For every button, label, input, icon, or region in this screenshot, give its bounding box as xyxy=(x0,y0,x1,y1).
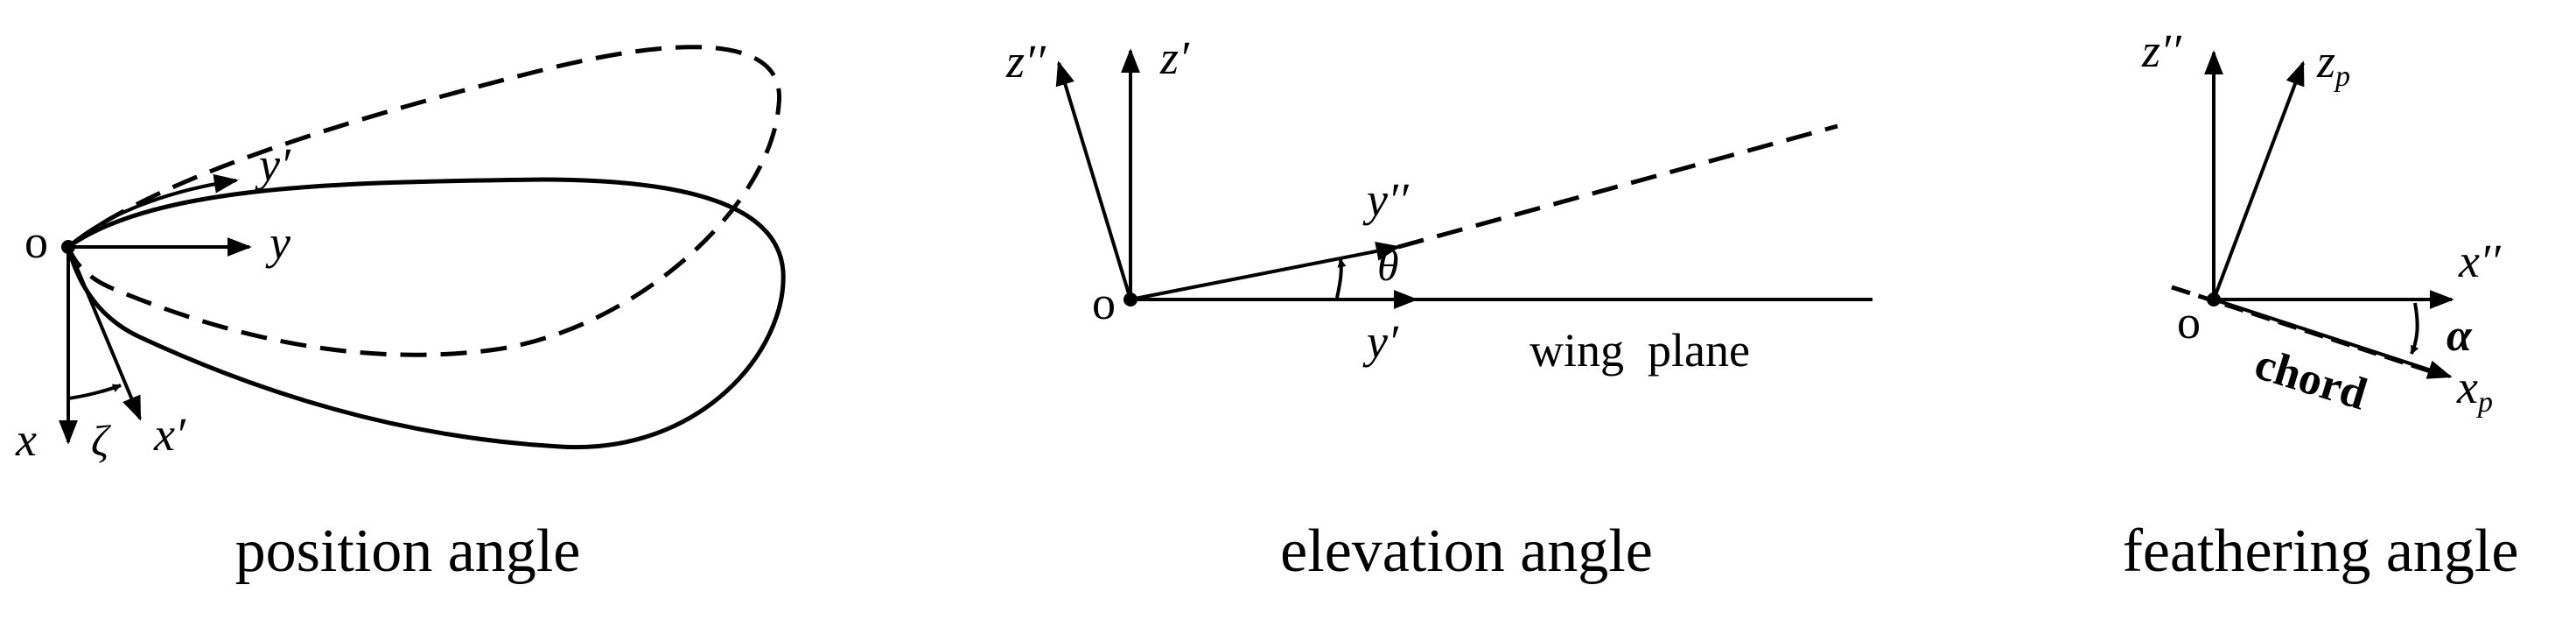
chord-label: chord xyxy=(2249,339,2372,420)
position-angle-panel: o y y′ x ζ x′ position angle xyxy=(15,45,786,585)
solid-wing-outline xyxy=(66,177,786,450)
y-axis-label: y xyxy=(265,216,290,269)
z-dprime-label: z′′ xyxy=(1005,35,1046,88)
x-prime-arrow xyxy=(66,246,142,421)
xp-label-main: x xyxy=(2456,361,2478,413)
zeta-label: ζ xyxy=(91,416,112,465)
z-dprime-label: z′′ xyxy=(2141,25,2182,77)
elevation-angle-caption: elevation angle xyxy=(1280,518,1653,585)
origin-label: o xyxy=(2177,296,2201,349)
origin-label: o xyxy=(1092,277,1116,329)
alpha-angle-arc xyxy=(2410,302,2419,355)
feathering-angle-panel: o z′′ zp x′′ α xp chord feathering angle xyxy=(2123,25,2519,585)
x-prime-label: x′ xyxy=(153,408,186,461)
y-dprime-label: y′′ xyxy=(1362,173,1410,226)
y-dprime-arrow xyxy=(1130,242,1401,301)
y-prime-label: y′ xyxy=(1362,315,1399,368)
feathering-angle-caption: feathering angle xyxy=(2123,518,2519,585)
zp-label-main: z xyxy=(2316,35,2335,88)
origin-dot xyxy=(61,240,75,254)
xp-label-subscript: p xyxy=(2476,386,2493,419)
dashed-wing-outline xyxy=(66,45,782,357)
xp-axis-arrow xyxy=(2213,298,2453,379)
z-prime-label: z′ xyxy=(1159,32,1190,84)
zp-label: zp xyxy=(2316,35,2350,93)
zp-label-subscript: p xyxy=(2334,60,2350,93)
alpha-label: α xyxy=(2446,311,2473,361)
x-axis-label: x xyxy=(15,413,37,466)
xp-label: xp xyxy=(2456,361,2493,419)
wing-plane-label: wing plane xyxy=(1530,324,1750,377)
theta-angle-arc xyxy=(1335,258,1347,299)
theta-label: θ xyxy=(1377,241,1399,290)
zeta-angle-arc xyxy=(67,384,122,400)
origin-dot xyxy=(1124,292,1138,306)
x-dprime-label: x′′ xyxy=(2458,235,2502,287)
elevated-wing-dashed-line xyxy=(1397,123,1838,250)
origin-dot xyxy=(2207,292,2221,306)
position-angle-caption: position angle xyxy=(235,518,581,585)
y-prime-arrow xyxy=(66,173,239,249)
elevation-angle-panel: o z′′ z′ y′′ θ y′ wing plane elevation a… xyxy=(1005,32,1872,585)
origin-label: o xyxy=(24,215,48,268)
zp-axis-arrow xyxy=(2212,60,2305,300)
z-dprime-axis-arrow xyxy=(1055,60,1132,300)
y-prime-label: y′ xyxy=(255,138,291,191)
